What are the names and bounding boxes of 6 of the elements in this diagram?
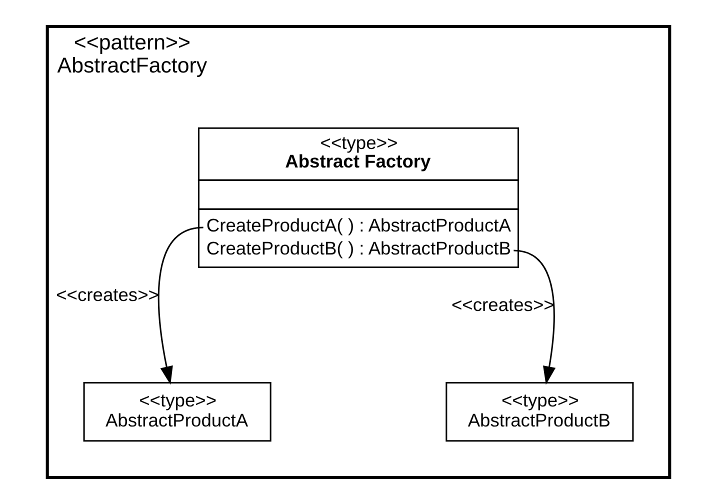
arrow <box>158 226 204 385</box>
edge-label: <<creates>> <box>451 294 554 316</box>
arrow <box>514 250 556 385</box>
node-box: <<type>> AbstractProductB <box>446 382 634 442</box>
node-box: <<type>> AbstractProductA <box>83 382 272 442</box>
edge-label: <<creates>> <box>56 284 160 305</box>
